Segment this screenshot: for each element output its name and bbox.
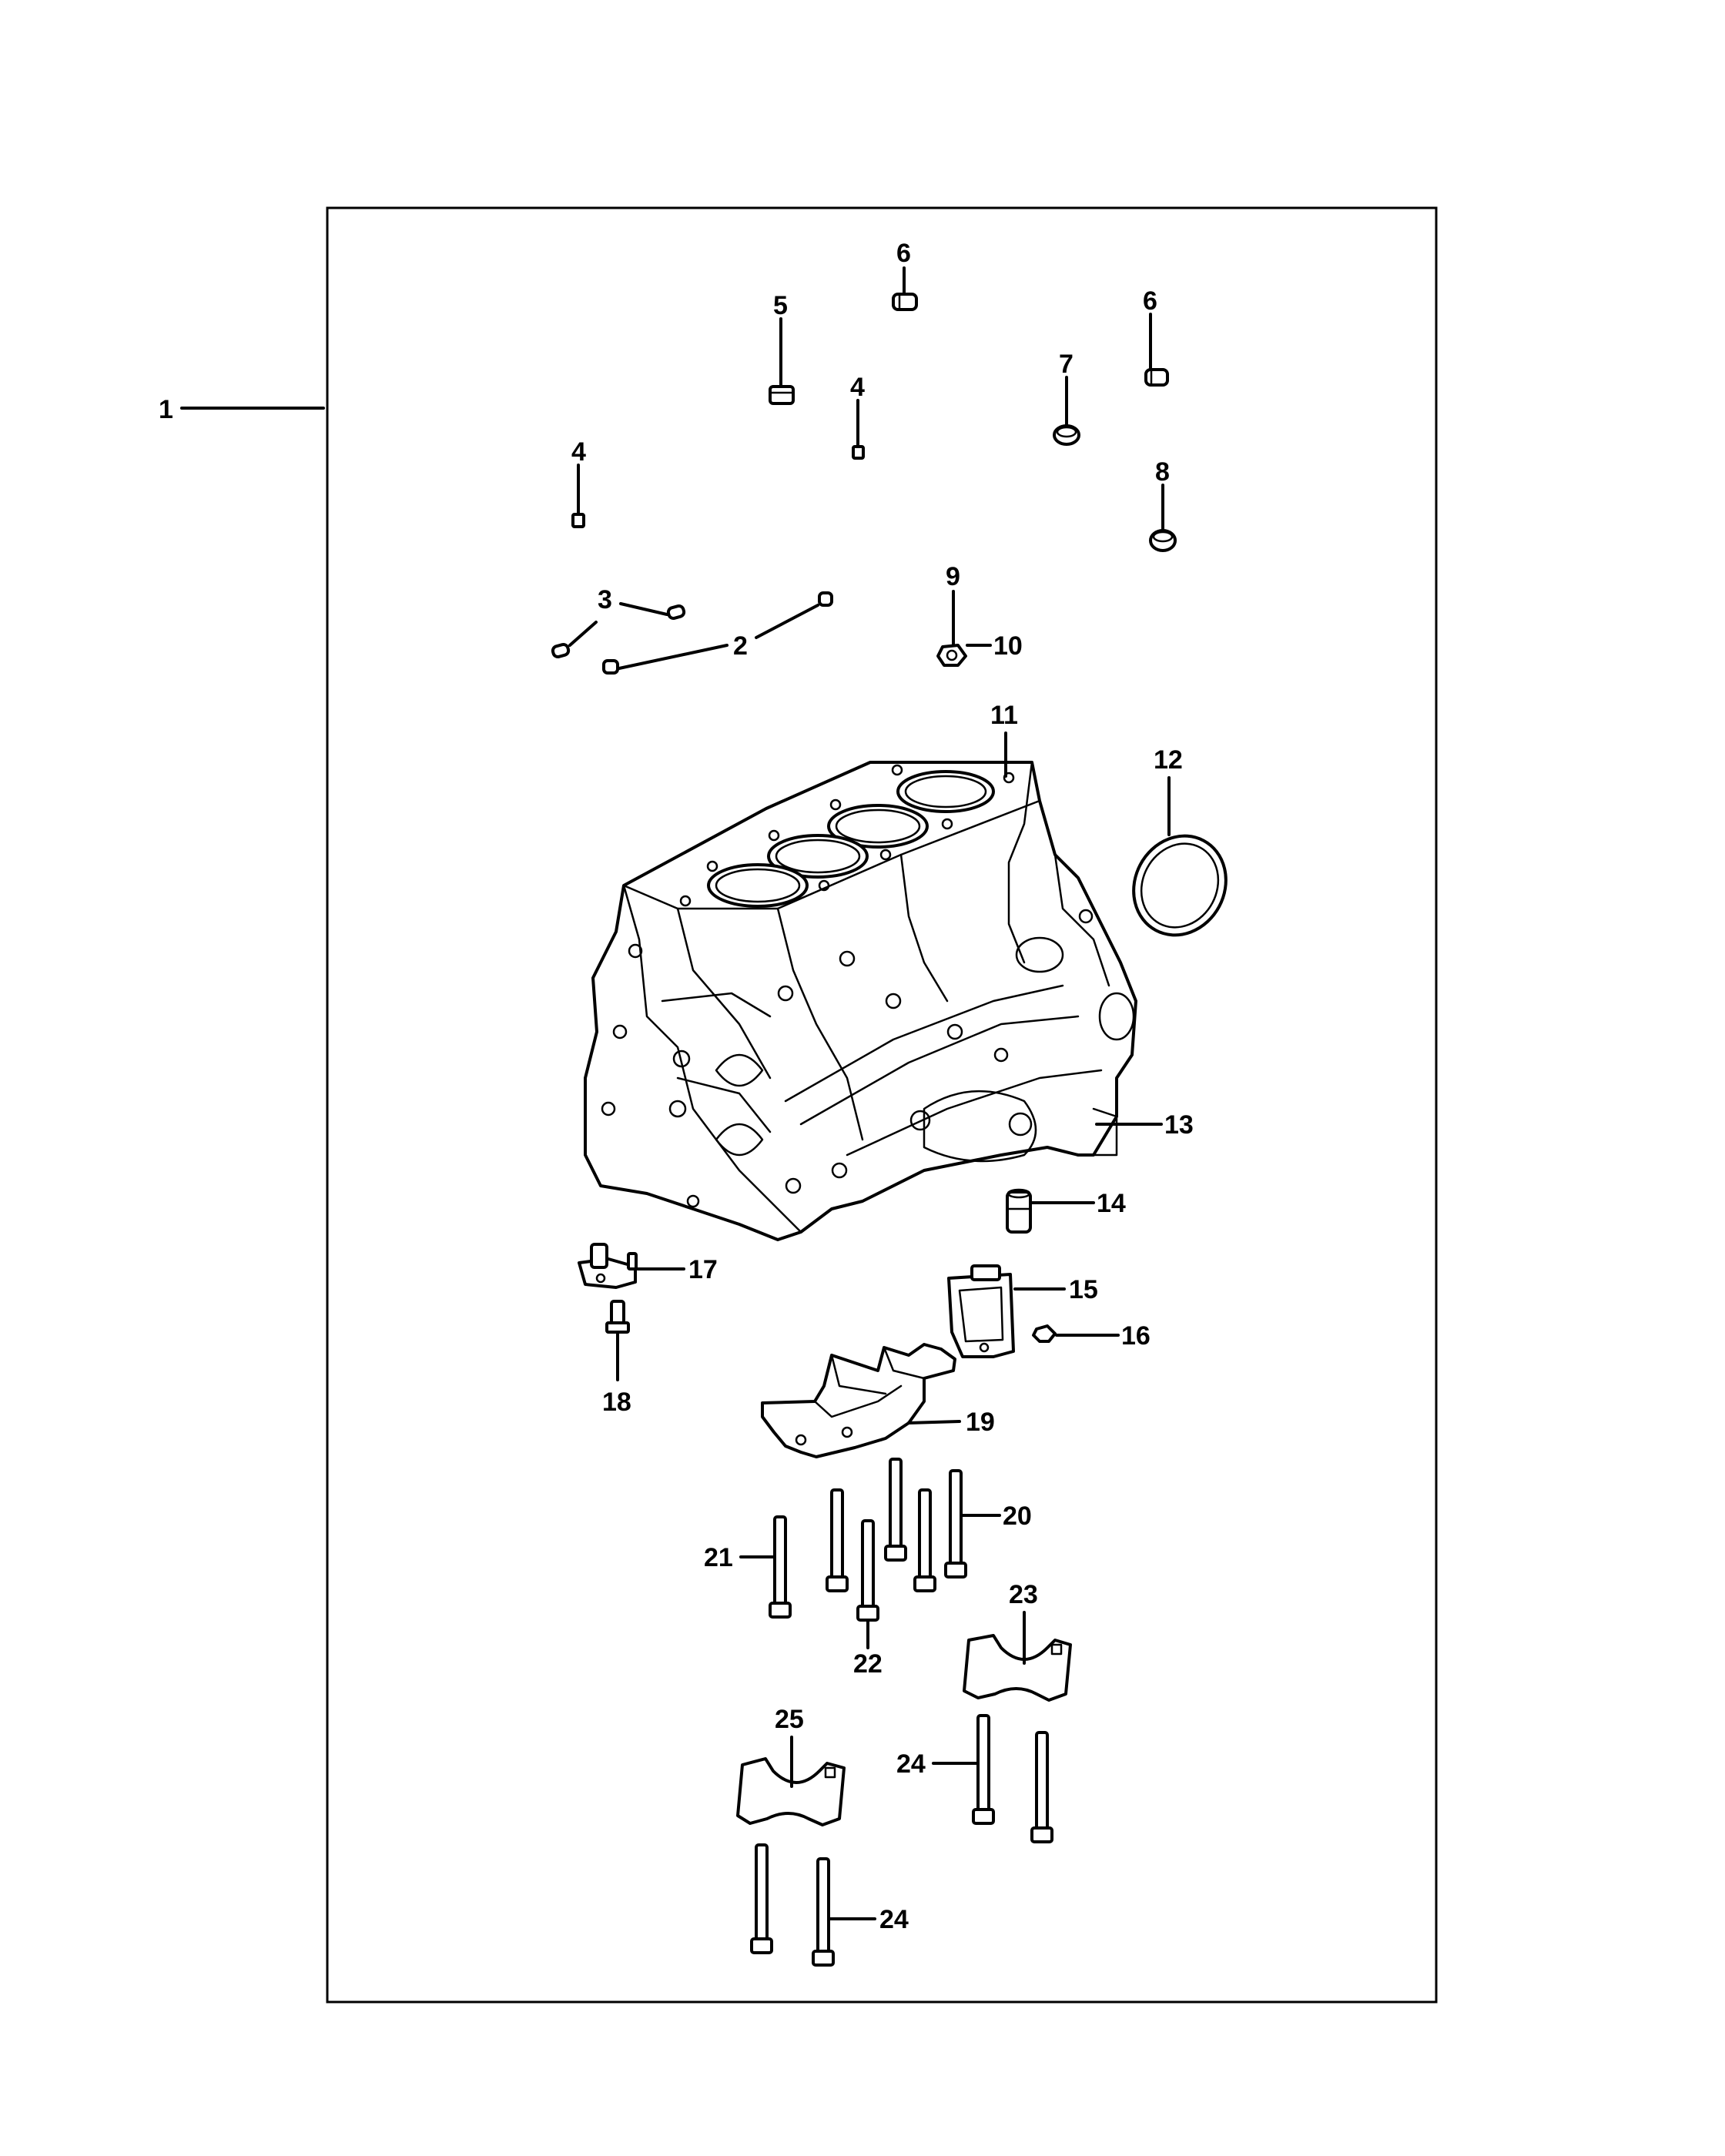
callout-22: 22 bbox=[853, 1649, 883, 1679]
callout-17: 17 bbox=[688, 1255, 718, 1284]
bearing-cap-25 bbox=[736, 1757, 846, 1826]
callout-4-left: 4 bbox=[571, 437, 586, 467]
bolt-24-lower bbox=[750, 1843, 835, 1967]
callout-23: 23 bbox=[1009, 1580, 1038, 1609]
plug-7 bbox=[1053, 424, 1080, 446]
callout-24-lower: 24 bbox=[879, 1905, 909, 1934]
dowel-3 bbox=[551, 604, 686, 659]
bearing-cap-23 bbox=[963, 1634, 1072, 1702]
bolt-20b bbox=[884, 1458, 907, 1562]
bolt-22 bbox=[856, 1519, 879, 1622]
bolt-20c bbox=[913, 1488, 936, 1592]
bolt-16 bbox=[1032, 1324, 1057, 1343]
callout-1: 1 bbox=[159, 395, 173, 424]
rear-main-seal-12 bbox=[1132, 834, 1228, 937]
callout-3: 3 bbox=[598, 585, 612, 614]
callout-20: 20 bbox=[1003, 1502, 1032, 1531]
callout-18: 18 bbox=[602, 1388, 631, 1417]
callout-19: 19 bbox=[966, 1408, 995, 1437]
plug-6-upper bbox=[892, 293, 918, 311]
bolt-20a bbox=[826, 1488, 849, 1592]
bolt-18 bbox=[605, 1300, 630, 1334]
cylinder-block-11 bbox=[584, 761, 1137, 1241]
callout-21: 21 bbox=[704, 1543, 733, 1572]
callout-6-right: 6 bbox=[1143, 286, 1157, 316]
callout-8: 8 bbox=[1155, 457, 1170, 487]
callout-12: 12 bbox=[1154, 745, 1183, 775]
assembly-frame bbox=[326, 206, 1438, 2004]
plug-6-right bbox=[1144, 368, 1169, 387]
dowel-2 bbox=[602, 591, 833, 675]
plug-5 bbox=[769, 385, 795, 405]
callout-15: 15 bbox=[1069, 1275, 1098, 1304]
callout-25: 25 bbox=[775, 1705, 804, 1734]
callout-5: 5 bbox=[773, 291, 788, 320]
callout-9: 9 bbox=[946, 562, 960, 591]
callout-labels: 1 2 3 4 4 5 6 6 7 8 9 10 11 12 13 14 15 … bbox=[159, 239, 1194, 1934]
bolt-24-right bbox=[972, 1714, 1053, 1843]
leader-lines bbox=[180, 266, 1171, 1920]
bedplate-19 bbox=[761, 1343, 956, 1458]
cover-15 bbox=[947, 1264, 1015, 1358]
callout-24-right: 24 bbox=[896, 1749, 926, 1779]
callout-16: 16 bbox=[1121, 1321, 1151, 1351]
callout-6-upper: 6 bbox=[896, 239, 911, 268]
callout-14: 14 bbox=[1097, 1189, 1126, 1218]
sleeve-14 bbox=[1006, 1188, 1032, 1234]
callout-13: 13 bbox=[1164, 1110, 1194, 1140]
callout-11: 11 bbox=[990, 701, 1018, 730]
plug-8 bbox=[1149, 529, 1177, 552]
callout-10: 10 bbox=[993, 631, 1023, 661]
bolt-20d bbox=[944, 1469, 967, 1578]
callout-7: 7 bbox=[1059, 350, 1074, 379]
callout-4-center: 4 bbox=[850, 373, 865, 402]
nut-10 bbox=[936, 644, 967, 667]
pin-4-center bbox=[852, 445, 865, 460]
pin-4-left bbox=[571, 513, 585, 528]
bolt-21 bbox=[769, 1515, 792, 1619]
callout-2: 2 bbox=[733, 631, 748, 661]
sensor-17 bbox=[578, 1243, 638, 1289]
